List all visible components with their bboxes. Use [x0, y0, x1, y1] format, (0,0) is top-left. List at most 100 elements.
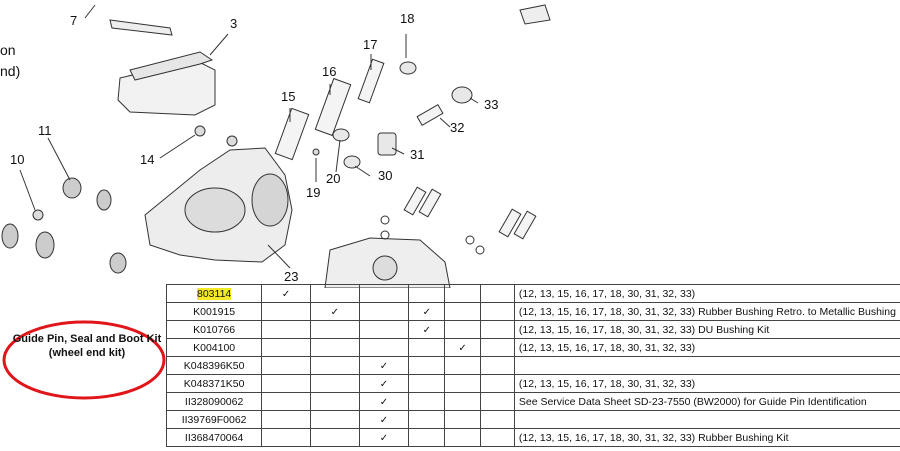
- check-cell: [261, 338, 311, 357]
- callout-14: 14: [140, 152, 154, 167]
- part-number-cell: 803114: [165, 284, 263, 303]
- check-cell: ✓: [309, 302, 360, 321]
- clipped-text-line-1: on: [0, 42, 16, 58]
- check-cell: [444, 428, 481, 447]
- check-cell: ✓: [408, 302, 446, 321]
- check-mark-icon: ✓: [458, 342, 467, 354]
- check-cell: ✓: [358, 392, 410, 411]
- description-cell: [513, 410, 900, 429]
- check-cell: [408, 356, 446, 375]
- check-cell: [444, 374, 481, 393]
- callout-23: 23: [284, 269, 298, 284]
- check-cell: [309, 392, 360, 411]
- check-cell: [444, 302, 481, 321]
- description-cell: (12, 13, 15, 16, 17, 18, 30, 31, 32, 33)…: [513, 428, 900, 447]
- check-cell: [309, 356, 360, 375]
- check-cell: [408, 428, 446, 447]
- check-mark-icon: ✓: [379, 396, 389, 408]
- check-cell: [408, 410, 446, 429]
- check-cell: [309, 428, 360, 447]
- check-cell: [479, 284, 515, 303]
- check-cell: [309, 284, 360, 303]
- callout-11: 11: [38, 123, 52, 138]
- part-number: K048396K50: [183, 359, 245, 372]
- check-cell: [479, 302, 515, 321]
- check-cell: [479, 338, 515, 357]
- table-row: K048396K50 ✓: [165, 356, 900, 375]
- check-cell: [309, 320, 360, 339]
- table-row: II368470064 ✓ (12, 13, 15, 16, 17, 18, 30,…: [165, 428, 900, 447]
- check-cell: [358, 320, 410, 339]
- clipped-text-line-2: nd): [0, 63, 21, 79]
- description-cell: (12, 13, 15, 16, 17, 18, 30, 31, 32, 33)…: [513, 302, 900, 321]
- check-cell: [444, 410, 481, 429]
- check-mark-icon: ✓: [379, 378, 389, 390]
- description-cell: (12, 13, 15, 16, 17, 18, 30, 31, 32, 33): [513, 338, 900, 357]
- description-cell: (12, 13, 15, 16, 17, 18, 30, 31, 32, 33)…: [513, 320, 900, 339]
- table-row: II39769F0062 ✓: [165, 410, 900, 429]
- check-cell: ✓: [358, 428, 410, 447]
- part-number: K010766: [193, 323, 236, 336]
- check-cell: [479, 392, 515, 411]
- check-cell: [358, 284, 410, 303]
- part-number: K001915: [193, 305, 236, 318]
- part-number-cell: K048396K50: [165, 356, 263, 375]
- check-cell: ✓: [358, 410, 410, 429]
- table-row: K048371K50 ✓ (12, 13, 15, 16, 17, 18, 30, …: [165, 374, 900, 393]
- part-number-cell: II368470064: [165, 428, 263, 447]
- description-cell: (12, 13, 15, 16, 17, 18, 30, 31, 32, 33): [513, 284, 900, 303]
- check-cell: ✓: [444, 338, 481, 357]
- callout-10: 10: [10, 152, 24, 167]
- check-cell: [444, 392, 481, 411]
- check-cell: [309, 374, 360, 393]
- callout-7: 7: [70, 13, 77, 28]
- check-cell: [479, 374, 515, 393]
- check-cell: [261, 302, 311, 321]
- part-number-cell: K048371K50: [165, 374, 263, 393]
- description-cell: See Service Data Sheet SD-23-7550 (BW200…: [513, 392, 900, 411]
- kit-label: Guide Pin, Seal and Boot Kit (wheel end …: [8, 332, 166, 360]
- part-number: 803114: [197, 287, 232, 300]
- table-row: 803114 ✓ (12, 13, 15, 16, 17, 18, 30, 31, …: [165, 284, 900, 303]
- check-cell: [408, 284, 446, 303]
- check-cell: ✓: [408, 320, 446, 339]
- check-cell: [408, 374, 446, 393]
- description-cell: (12, 13, 15, 16, 17, 18, 30, 31, 32, 33): [513, 374, 900, 393]
- check-cell: [261, 428, 311, 447]
- callout-15: 15: [281, 89, 295, 104]
- check-cell: ✓: [358, 356, 410, 375]
- check-cell: [309, 338, 360, 357]
- part-number-cell: II328090062: [165, 392, 263, 411]
- callout-17: 17: [363, 37, 377, 52]
- exploded-parts-diagram: 7 3 18 17 16 33 15 32 11 14 31 10 20 30 …: [1, 4, 551, 288]
- check-cell: [358, 302, 410, 321]
- check-cell: [479, 410, 515, 429]
- kit-label-line1: Guide Pin, Seal and Boot Kit: [12, 333, 162, 345]
- callout-19: 19: [306, 185, 320, 200]
- callout-3: 3: [230, 16, 237, 31]
- check-cell: [261, 320, 311, 339]
- callout-30: 30: [378, 168, 392, 183]
- table-row: K004100 ✓ (12, 13, 15, 16, 17, 18, 30, 31,…: [165, 338, 900, 357]
- check-cell: [444, 320, 481, 339]
- check-cell: [444, 284, 481, 303]
- kit-label-line2: (wheel end kit): [48, 347, 126, 359]
- part-number-cell: K004100: [165, 338, 263, 357]
- check-mark-icon: ✓: [379, 432, 389, 444]
- part-number: II328090062: [184, 395, 244, 408]
- callout-32: 32: [450, 120, 464, 135]
- callout-33: 33: [484, 97, 498, 112]
- check-mark-icon: ✓: [422, 324, 431, 336]
- check-mark-icon: ✓: [422, 306, 431, 318]
- check-cell: [479, 356, 515, 375]
- check-mark-icon: ✓: [330, 306, 340, 318]
- part-number-cell: K001915: [165, 302, 263, 321]
- part-number: II39769F0062: [181, 413, 247, 426]
- check-cell: [408, 392, 446, 411]
- table-row: K001915 ✓ ✓ (12, 13, 15, 16, 17, 18, 30, 31…: [165, 302, 900, 321]
- part-number-cell: K010766: [165, 320, 263, 339]
- check-mark-icon: ✓: [379, 360, 389, 372]
- check-mark-icon: ✓: [281, 288, 291, 300]
- callout-18: 18: [400, 11, 414, 26]
- check-cell: [309, 410, 360, 429]
